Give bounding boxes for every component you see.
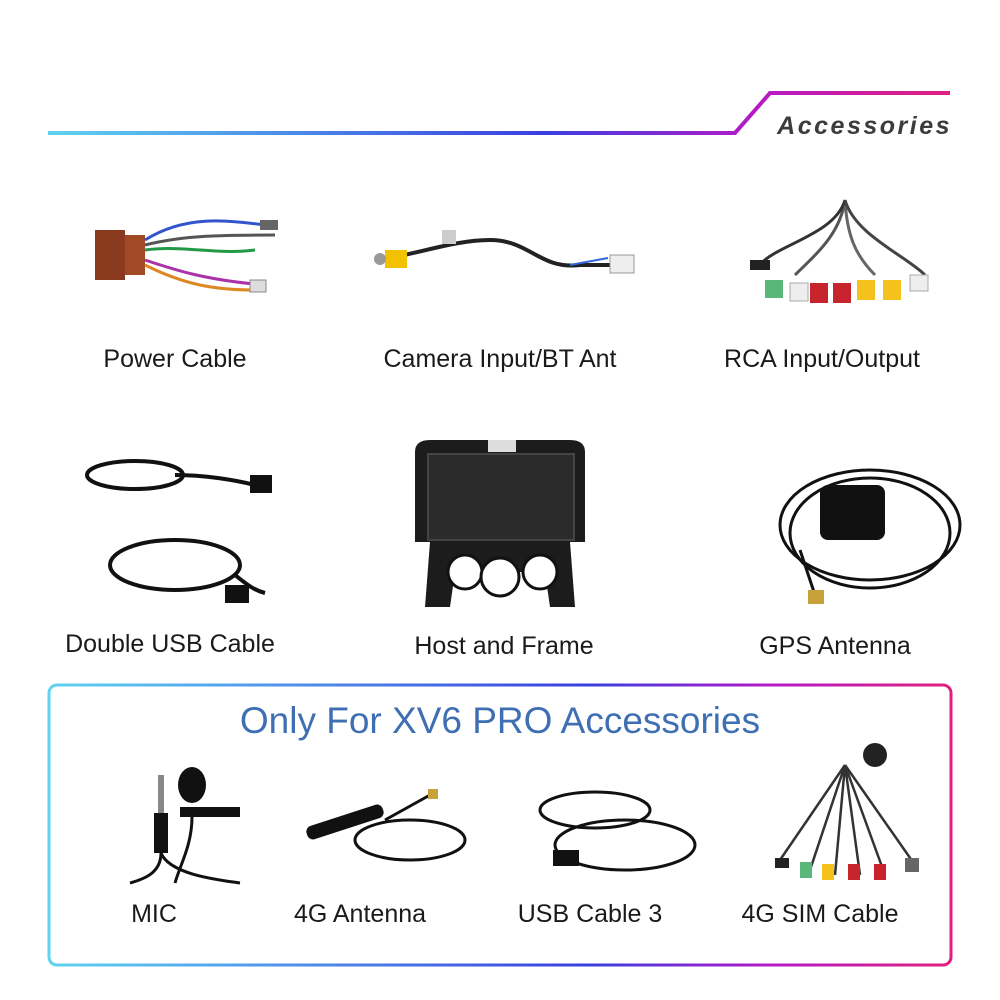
item-power-cable (45, 195, 305, 305)
item-label: Power Cable (103, 345, 247, 373)
antenna-4g-icon (306, 789, 467, 862)
page-title: Accessories (777, 112, 952, 140)
item-rca-cable (715, 195, 975, 315)
item-label: Camera Input/BT Ant (383, 345, 617, 373)
power-cable-icon (95, 219, 278, 293)
item-sim-cable (720, 740, 980, 890)
item-camera-cable (370, 210, 635, 290)
item-label: 4G SIM Cable (741, 900, 899, 928)
pro-section-title: Only For XV6 PRO Accessories (239, 700, 761, 741)
head-unit-frame-icon (415, 440, 585, 607)
item-label: Double USB Cable (65, 630, 275, 658)
usb-cable-icon (538, 790, 697, 872)
item-label: USB Cable 3 (517, 900, 663, 928)
usb-cable-icon (85, 459, 272, 603)
item-label: GPS Antenna (759, 632, 911, 660)
item-label: 4G Antenna (293, 900, 427, 928)
item-host-frame (370, 432, 630, 617)
item-label: Host and Frame (414, 632, 594, 660)
item-usb-cable (45, 445, 305, 615)
item-mic (50, 765, 310, 885)
item-gps-antenna (740, 455, 1000, 615)
rca-cable-icon (750, 199, 929, 303)
header-divider (48, 91, 950, 135)
item-label: RCA Input/Output (724, 345, 920, 373)
item-usb-cable-3 (485, 780, 745, 890)
microphone-icon (129, 767, 241, 885)
item-4g-antenna (260, 785, 520, 885)
item-label: MIC (131, 900, 177, 928)
camera-cable-icon (374, 230, 635, 274)
sim-cable-icon (775, 743, 919, 880)
gps-antenna-icon (778, 468, 962, 604)
